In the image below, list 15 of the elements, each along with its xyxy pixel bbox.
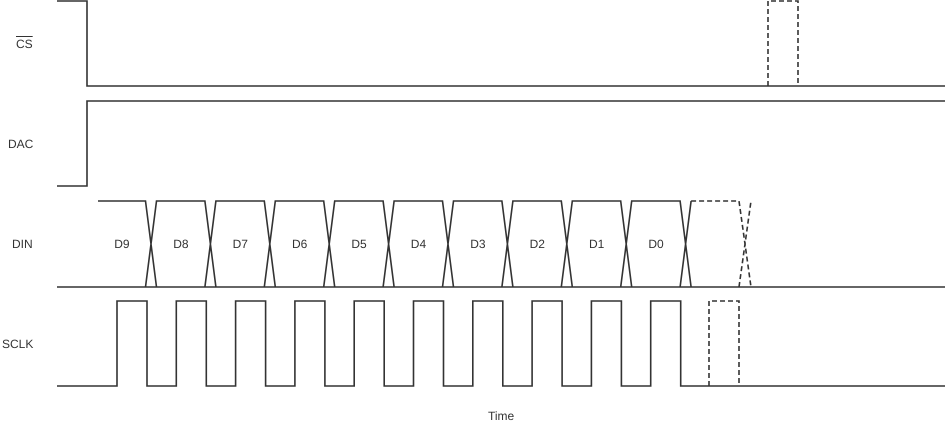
bit-label: D1 [589, 237, 604, 251]
bit-label: D2 [530, 237, 545, 251]
bit-label: D3 [470, 237, 486, 251]
bit-label: D8 [173, 237, 189, 251]
signal-name: DIN [12, 237, 33, 251]
signal-name: SCLK [2, 337, 34, 351]
bit-label: D6 [292, 237, 308, 251]
bit-label: D7 [232, 237, 248, 251]
bit-label: D4 [410, 237, 426, 251]
signal-name: DAC [8, 137, 34, 151]
bit-label: D0 [648, 237, 664, 251]
axis-label: Time [488, 409, 514, 421]
bit-label: D9 [114, 237, 130, 251]
signal-name: CS [16, 37, 33, 51]
bit-label: D5 [351, 237, 367, 251]
